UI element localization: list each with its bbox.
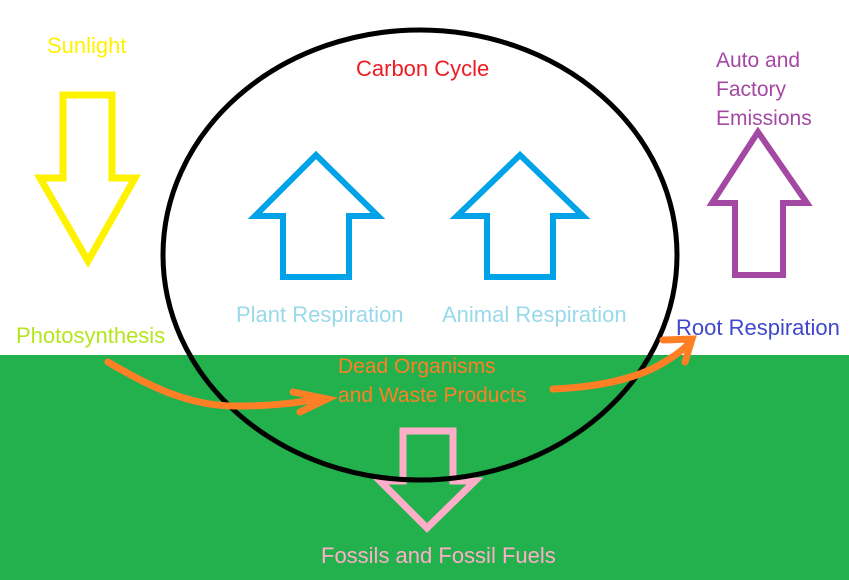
decay-arrow-left-head-icon [289, 388, 338, 416]
dead-organisms-line1: Dead Organisms [338, 355, 496, 378]
sunlight-label: Sunlight [47, 33, 127, 58]
plant-respiration-label: Plant Respiration [236, 302, 404, 327]
auto-factory-emissions-line2: Factory [716, 78, 787, 101]
fossils-label: Fossils and Fossil Fuels [321, 543, 556, 568]
carbon-cycle-circle [160, 27, 680, 483]
animal-respiration-label: Animal Respiration [442, 302, 627, 327]
decay-arrow-right-head-icon [659, 335, 697, 366]
dead-organisms-line2: and Waste Products [338, 384, 527, 407]
root-respiration-label: Root Respiration [676, 315, 840, 340]
photosynthesis-label: Photosynthesis [16, 323, 166, 348]
sunlight-arrow-down-icon [33, 91, 142, 269]
decay-arrow-right-icon [549, 338, 694, 393]
dead-organisms-label: Dead Organisms and Waste Products [338, 352, 526, 410]
animal-respiration-arrow-up-icon [449, 150, 591, 280]
auto-factory-emissions-label: Auto and Factory Emissions [716, 46, 812, 133]
decay-arrow-left-icon [104, 358, 324, 410]
auto-factory-emissions-line3: Emissions [716, 107, 812, 130]
auto-factory-emissions-line1: Auto and [716, 49, 801, 72]
ground-rect [0, 355, 849, 580]
plant-respiration-arrow-up-icon [247, 150, 386, 280]
diagram-title: Carbon Cycle [356, 56, 490, 81]
emissions-arrow-up-icon [706, 126, 813, 278]
